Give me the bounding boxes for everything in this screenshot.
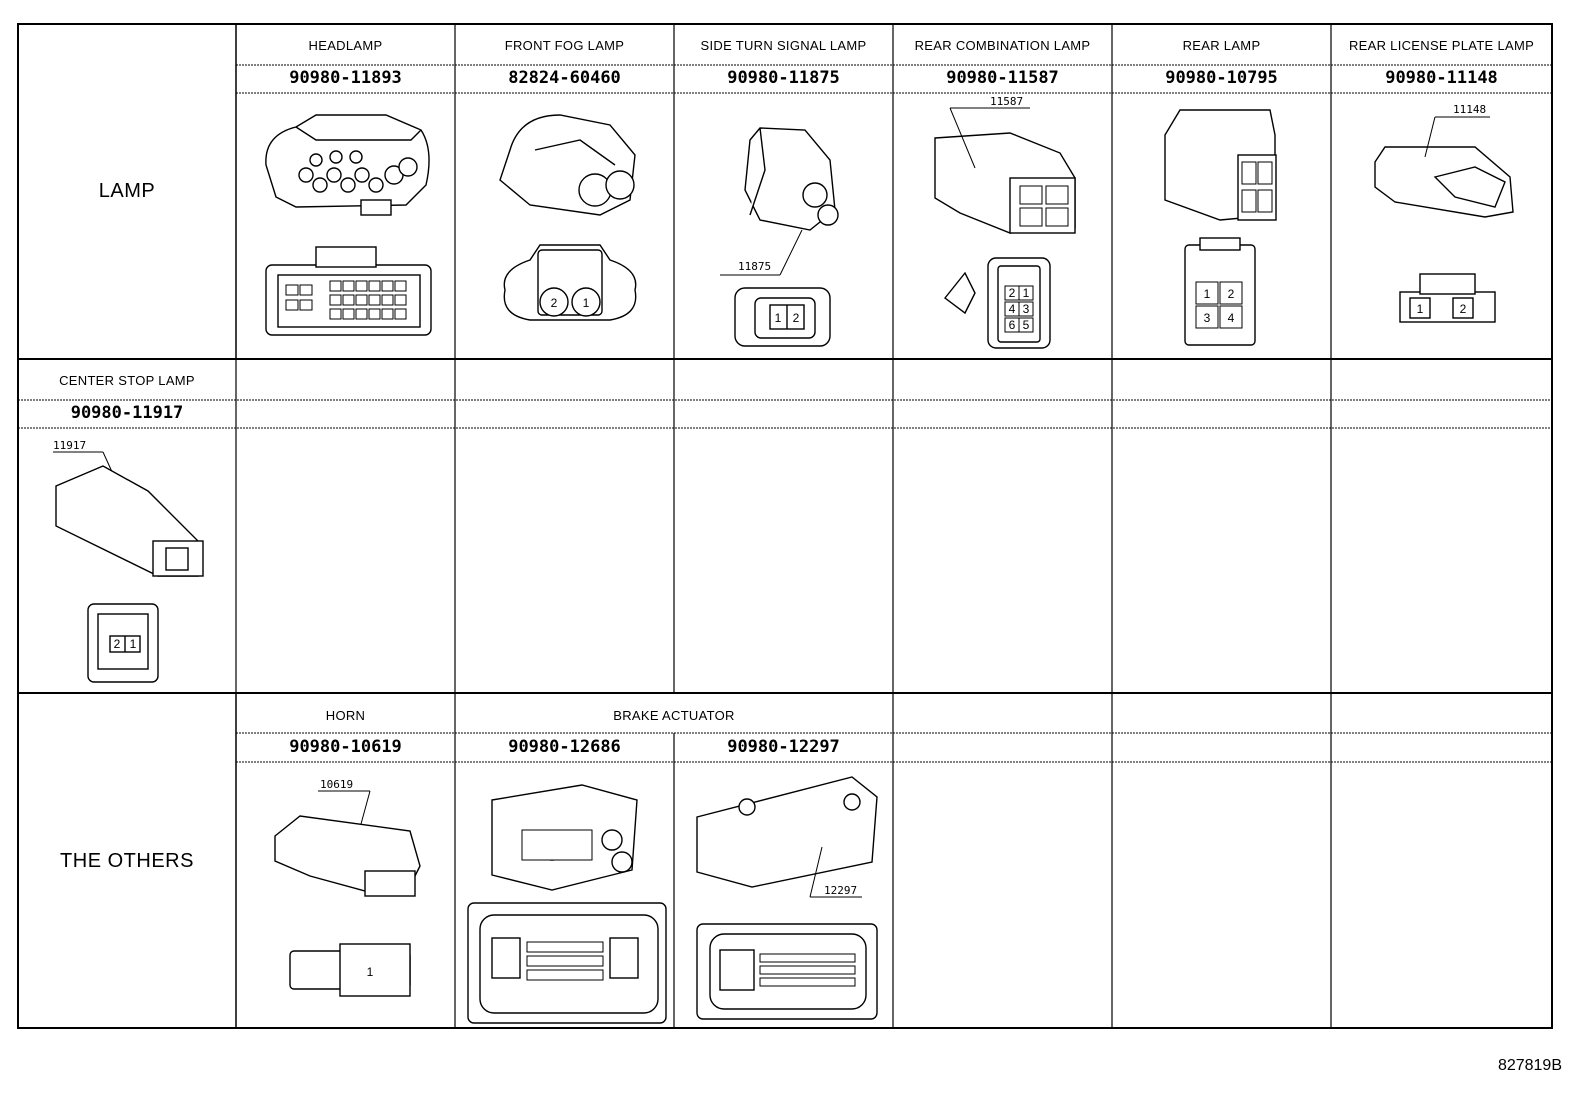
rear-lamp-pin-label: 3: [1204, 311, 1211, 325]
brake-actuator-connector-figure-1: [462, 770, 672, 1030]
rear-combination-pin-label: 4: [1009, 302, 1016, 316]
headlamp-part-number: 90980-11893: [289, 68, 402, 88]
center-stop-lamp-name: CENTER STOP LAMP: [59, 373, 195, 388]
front-fog-pin-label: 1: [583, 296, 590, 310]
rear-lamp-part-number: 90980-10795: [1165, 68, 1278, 88]
center-stop-pin-label: 2: [114, 637, 121, 651]
rear-lamp-pin-label: 2: [1228, 287, 1235, 301]
center-stop-lamp-part-number: 90980-11917: [70, 403, 184, 423]
front-fog-lamp-part-number: 82824-60460: [508, 68, 621, 88]
horn-part-number: 90980-10619: [289, 737, 402, 757]
rear-lamp-connector-figure: 1 2 3 4: [1160, 100, 1290, 355]
rear-combination-pin-label: 3: [1023, 302, 1030, 316]
rear-lamp-name: REAR LAMP: [1182, 38, 1261, 53]
horn-pin-label: 1: [367, 965, 374, 979]
rear-combination-lamp-name: REAR COMBINATION LAMP: [914, 38, 1091, 53]
brake-actuator-part-number-1: 90980-12686: [508, 737, 621, 757]
rear-combination-callout-label: 11587: [990, 95, 1023, 108]
rear-combination-pin-label: 6: [1009, 318, 1016, 332]
rear-combination-lamp-connector-figure: 11587 2 1 4 3 6 5: [930, 95, 1090, 358]
horn-name: HORN: [325, 708, 366, 723]
section-lamp-title: LAMP: [98, 180, 156, 202]
side-turn-pin-label: 1: [775, 311, 782, 325]
front-fog-lamp-name: FRONT FOG LAMP: [504, 38, 625, 53]
rear-license-callout-label: 11148: [1453, 103, 1486, 116]
rear-license-plate-lamp-part-number: 90980-11148: [1385, 68, 1498, 88]
rear-combination-pin-label: 1: [1023, 286, 1030, 300]
horn-callout-label: 10619: [320, 778, 353, 791]
rear-license-pin-label: 1: [1417, 302, 1424, 316]
rear-combination-pin-label: 2: [1009, 286, 1016, 300]
center-stop-pin-label: 1: [130, 637, 137, 651]
center-stop-callout-label: 11917: [53, 439, 86, 452]
center-stop-lamp-connector-figure: 11917 2 1: [48, 436, 218, 691]
rear-lamp-pin-label: 1: [1204, 287, 1211, 301]
side-turn-signal-lamp-part-number: 90980-11875: [727, 68, 840, 88]
side-turn-signal-lamp-name: SIDE TURN SIGNAL LAMP: [700, 38, 867, 53]
headlamp-name: HEADLAMP: [308, 38, 383, 53]
headlamp-connector-figure: [256, 105, 436, 350]
rear-license-pin-label: 2: [1460, 302, 1467, 316]
rear-combination-pin-label: 5: [1023, 318, 1030, 332]
rear-combination-lamp-part-number: 90980-11587: [946, 68, 1059, 88]
brake-actuator-part-number-2: 90980-12297: [727, 737, 840, 757]
side-turn-pin-label: 2: [793, 311, 800, 325]
front-fog-pin-label: 2: [551, 296, 558, 310]
section-others-title: THE OTHERS: [60, 850, 194, 872]
front-fog-lamp-connector-figure: 2 1: [490, 110, 650, 345]
horn-connector-figure: 10619 1: [270, 776, 435, 1021]
brake-actuator-connector-figure-2: 12297: [692, 772, 887, 1027]
rear-license-plate-lamp-connector-figure: 11148 1 2: [1365, 102, 1525, 347]
side-turn-signal-lamp-connector-figure: 11875 1 2: [720, 120, 870, 355]
brake-actuator-callout-label: 12297: [824, 884, 857, 897]
brake-actuator-name: BRAKE ACTUATOR: [613, 708, 735, 723]
figure-code: 827819B: [1497, 1057, 1562, 1074]
side-turn-callout-label: 11875: [738, 260, 771, 273]
rear-license-plate-lamp-name: REAR LICENSE PLATE LAMP: [1348, 38, 1535, 53]
rear-lamp-pin-label: 4: [1228, 311, 1235, 325]
